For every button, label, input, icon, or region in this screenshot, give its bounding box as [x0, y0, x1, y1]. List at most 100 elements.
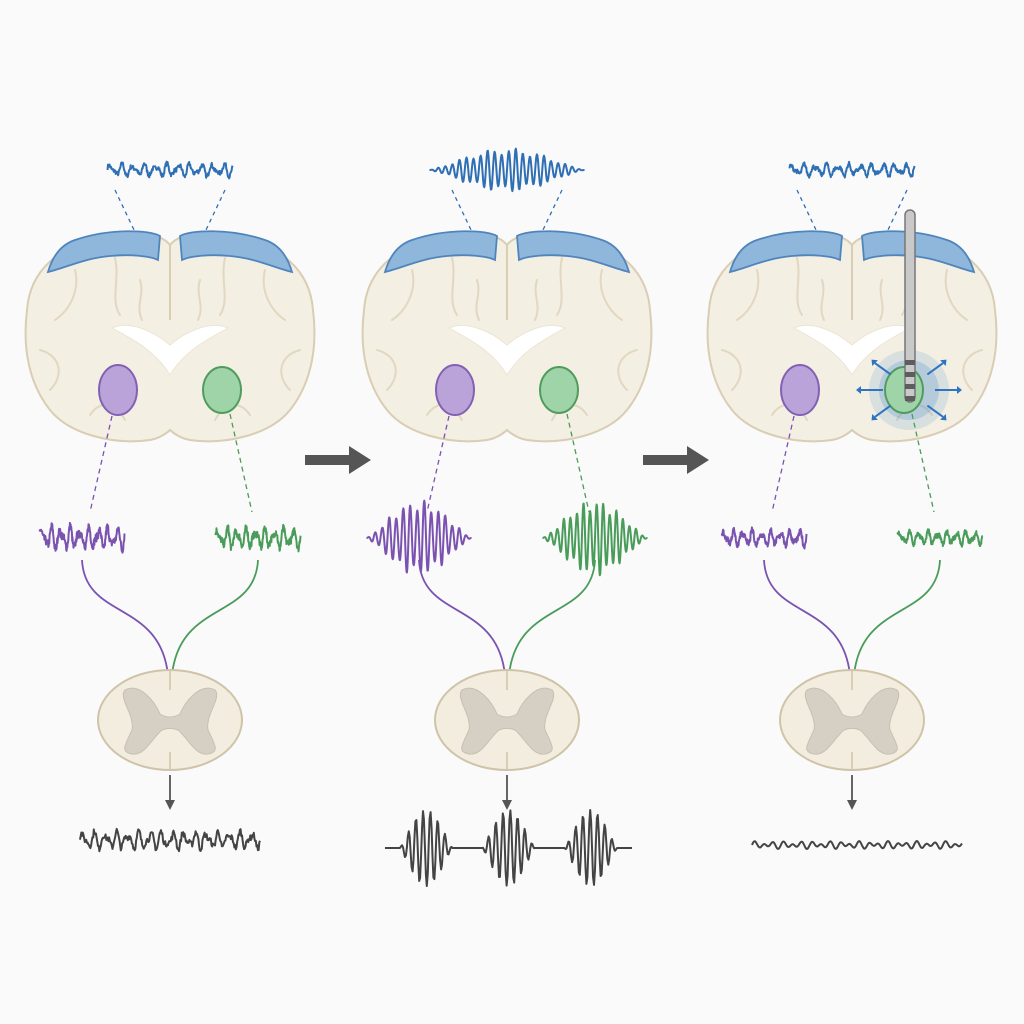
cortex-region-left: [383, 230, 498, 274]
electrode-contact: [905, 384, 915, 389]
electrode-probe-icon: [904, 209, 916, 403]
left-nucleus-wave: [720, 526, 808, 550]
down-arrow-icon: [502, 775, 512, 810]
cortex-connector-left: [451, 189, 473, 233]
output-wave: [79, 827, 261, 853]
sulcus-line: [451, 257, 458, 316]
sulcus-line: [138, 279, 143, 321]
brain-section: [24, 232, 316, 443]
left-connector: [89, 415, 113, 513]
left-connector: [426, 415, 450, 513]
sulcus-line: [39, 349, 60, 391]
down-arrow-head: [847, 800, 857, 810]
sulcus-line: [114, 257, 121, 316]
right-tract: [508, 559, 596, 676]
right-nucleus-wave: [541, 502, 649, 577]
left-nucleus-wave: [365, 499, 473, 574]
sulcus-line: [879, 279, 884, 321]
right-arrow-icon: [305, 446, 371, 474]
right-nucleus-wave: [896, 528, 984, 548]
brain-section: [706, 232, 998, 443]
electrode-contact: [905, 396, 915, 401]
right-nucleus: [202, 366, 242, 414]
down-arrow-head: [502, 800, 512, 810]
cortex-connector-left: [114, 189, 136, 233]
stim-ray-head: [957, 386, 962, 394]
cortex-wave: [788, 160, 916, 179]
cortex-connector-right: [541, 189, 563, 233]
spinal-gray-matter: [459, 687, 555, 755]
stim-ray: [926, 404, 944, 418]
output-wave: [751, 840, 963, 850]
stim-ray: [874, 404, 892, 418]
sulcus-line: [617, 349, 638, 391]
down-arrow-head: [165, 800, 175, 810]
sulcus-line: [391, 269, 415, 321]
sulcus-line: [556, 257, 563, 316]
sulcus-line: [721, 349, 742, 391]
left-tract: [418, 559, 506, 676]
right-tract: [171, 559, 259, 676]
right-connector: [911, 413, 935, 513]
sulcus-line: [376, 349, 397, 391]
cortex-connector-right: [886, 189, 908, 233]
panel-3: [706, 160, 998, 850]
sulcus-line: [962, 349, 983, 391]
sulcus-line: [736, 269, 760, 321]
electrode-contact: [905, 360, 915, 365]
spinal-gray-matter: [122, 687, 218, 755]
stim-ray-head: [856, 386, 861, 394]
spinal-gray-matter: [804, 687, 900, 755]
left-nucleus: [780, 364, 820, 416]
cortex-connector-right: [204, 189, 226, 233]
sulcus-line: [280, 349, 301, 391]
sulcus-line: [475, 279, 480, 321]
stim-ray-head: [871, 414, 878, 421]
sulcus-line: [262, 269, 286, 321]
radiating-field-icon: [856, 359, 962, 421]
stim-ray-head: [871, 359, 878, 366]
ventricle: [110, 324, 230, 376]
sulcus-line: [820, 279, 825, 321]
stim-ray-head: [940, 359, 947, 366]
cortex-region-left: [46, 230, 161, 274]
right-nucleus-wave: [214, 523, 302, 553]
right-connector: [229, 413, 253, 513]
cortex-wave: [429, 147, 585, 193]
panel-2: [361, 147, 653, 887]
down-arrow-icon: [847, 775, 857, 810]
sulcus-line: [534, 279, 539, 321]
cortex-region-right: [179, 230, 294, 274]
sulcus-line: [599, 269, 623, 321]
output-wave: [384, 809, 632, 887]
cortex-connector-left: [796, 189, 818, 233]
left-tract: [81, 559, 169, 676]
cortex-region-left: [728, 230, 843, 274]
left-nucleus-wave: [38, 521, 126, 554]
sulcus-line: [944, 269, 968, 321]
stim-ray-head: [940, 414, 947, 421]
brain-section: [361, 232, 653, 443]
ventricle: [447, 324, 567, 376]
left-connector: [771, 415, 795, 513]
panel-1: [24, 160, 316, 853]
stim-ray: [926, 362, 944, 376]
left-nucleus: [435, 364, 475, 416]
down-arrow-icon: [165, 775, 175, 810]
cortex-wave: [106, 160, 234, 180]
step-arrow-head-1: [349, 446, 371, 474]
step-arrow-head-2: [687, 446, 709, 474]
sulcus-line: [219, 257, 226, 316]
right-connector: [566, 413, 590, 513]
sulcus-line: [197, 279, 202, 321]
left-tract: [763, 559, 851, 676]
cortex-region-right: [516, 230, 631, 274]
sulcus-line: [796, 257, 803, 316]
step-arrow-shaft-2: [643, 455, 689, 465]
stim-ray: [874, 362, 892, 376]
right-nucleus: [539, 366, 579, 414]
right-arrow-icon: [643, 446, 709, 474]
sulcus-line: [54, 269, 78, 321]
